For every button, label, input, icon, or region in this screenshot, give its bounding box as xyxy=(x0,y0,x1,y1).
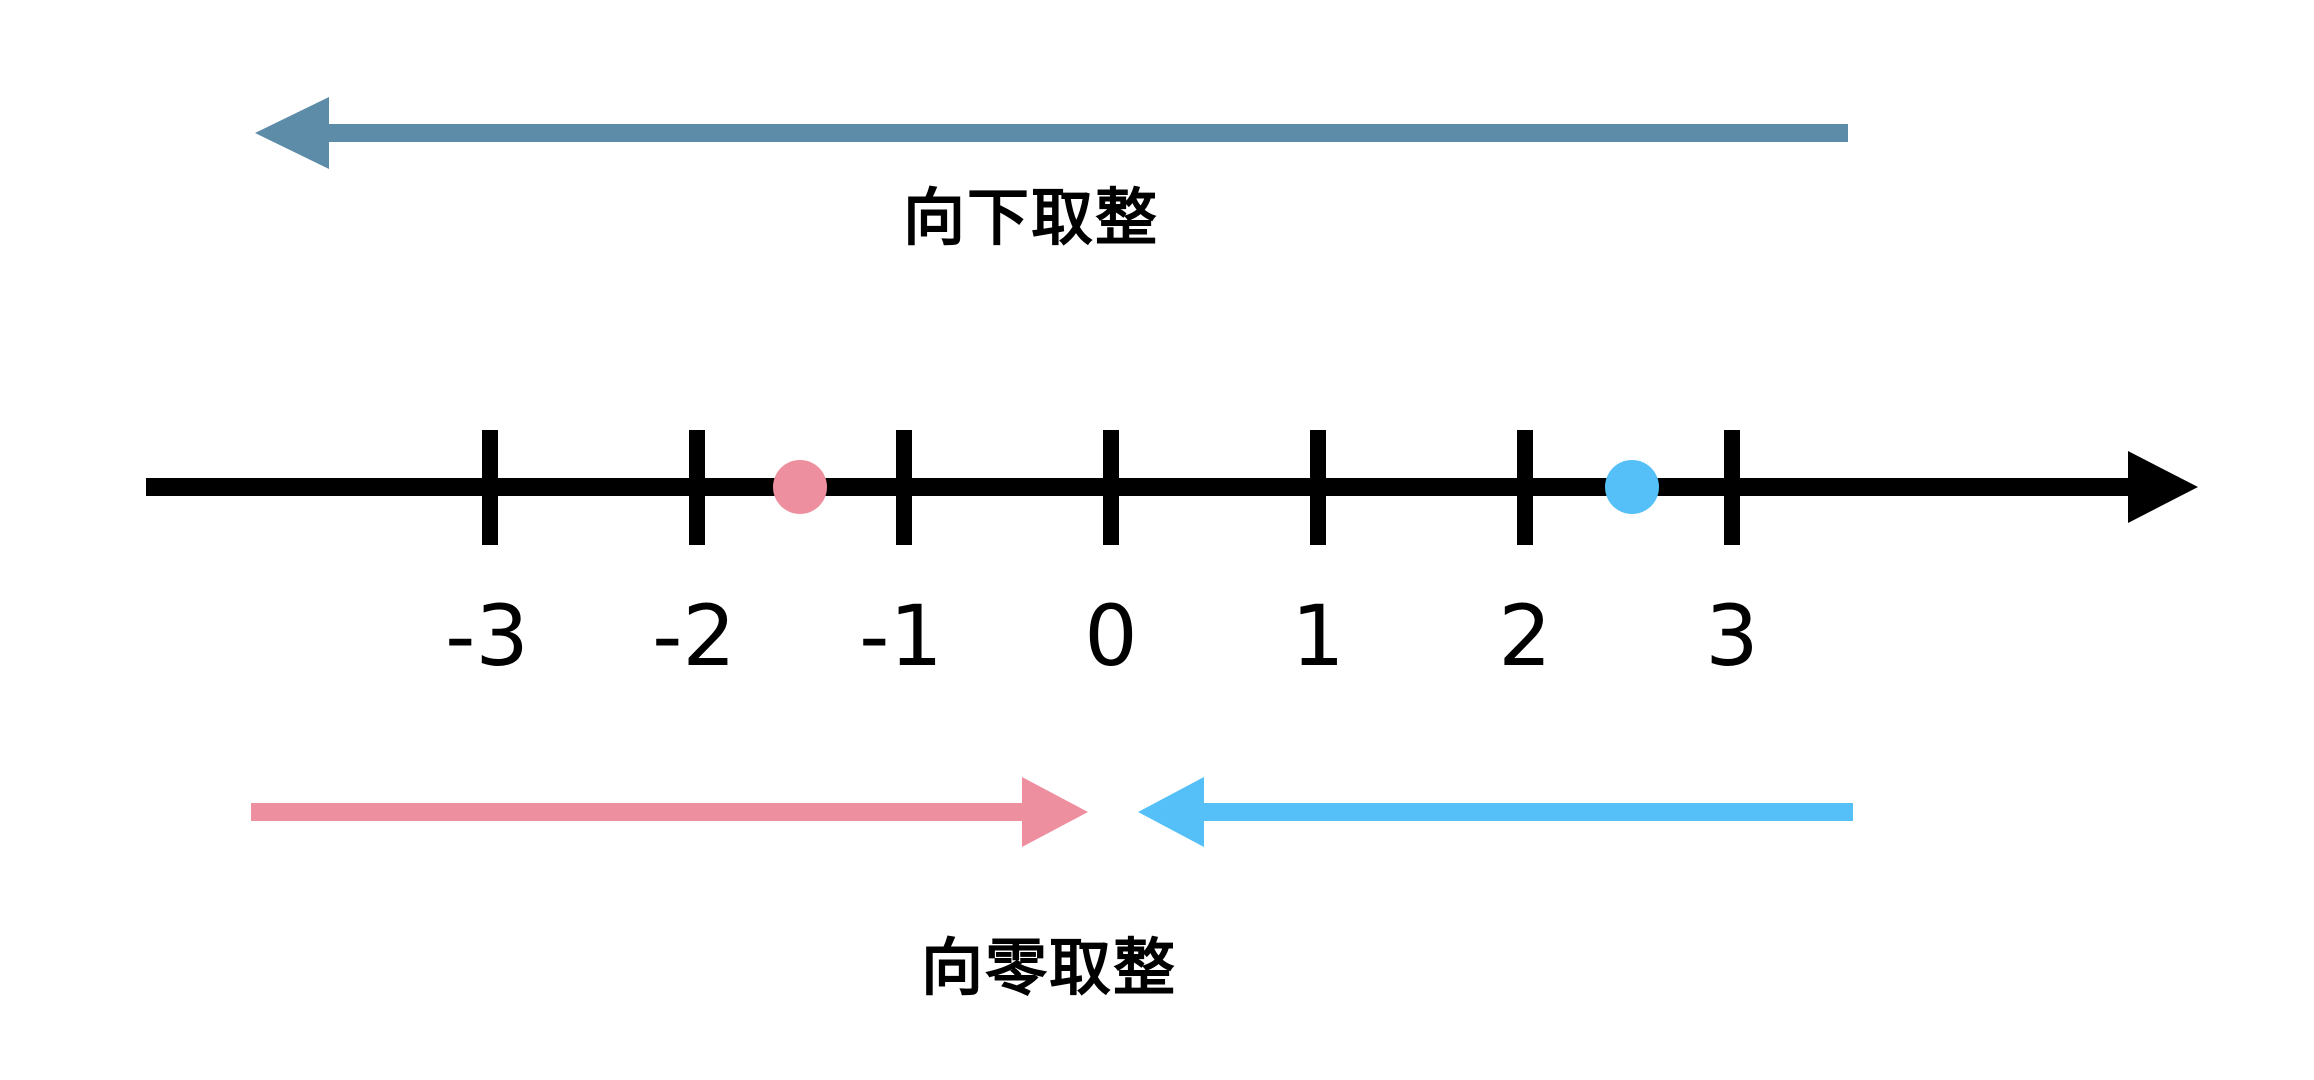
toward-zero-negative-arrow-shaft xyxy=(251,803,1022,821)
tick-label: 1 xyxy=(1291,587,1345,685)
number-line-right-arrow-icon xyxy=(2128,451,2198,523)
floor-label: 向下取整 xyxy=(902,181,1160,254)
tick-mark-1 xyxy=(1310,430,1326,545)
tick-label: -2 xyxy=(652,587,736,685)
toward-zero-positive-arrow-left-head-icon xyxy=(1138,777,1204,847)
tick-mark-0 xyxy=(1103,430,1119,545)
tick-mark-neg1 xyxy=(896,430,912,545)
floor-arrow-left-head-icon xyxy=(255,97,329,169)
number-line-axis xyxy=(146,478,2128,496)
tick-label: 0 xyxy=(1084,587,1138,685)
tick-mark-2 xyxy=(1517,430,1533,545)
point-marker-negative-1-5 xyxy=(773,460,827,514)
tick-label: 2 xyxy=(1498,587,1552,685)
floor-arrow-shaft xyxy=(326,124,1848,142)
toward-zero-negative-arrow-right-head-icon xyxy=(1022,777,1088,847)
tick-mark-neg3 xyxy=(482,430,498,545)
tick-label: -1 xyxy=(859,587,943,685)
point-marker-positive-2-5 xyxy=(1605,460,1659,514)
tick-label: 3 xyxy=(1705,587,1759,685)
tick-mark-3 xyxy=(1724,430,1740,545)
toward-zero-label: 向零取整 xyxy=(920,931,1178,1004)
tick-label: -3 xyxy=(445,587,529,685)
toward-zero-positive-arrow-shaft xyxy=(1204,803,1853,821)
tick-mark-neg2 xyxy=(689,430,705,545)
